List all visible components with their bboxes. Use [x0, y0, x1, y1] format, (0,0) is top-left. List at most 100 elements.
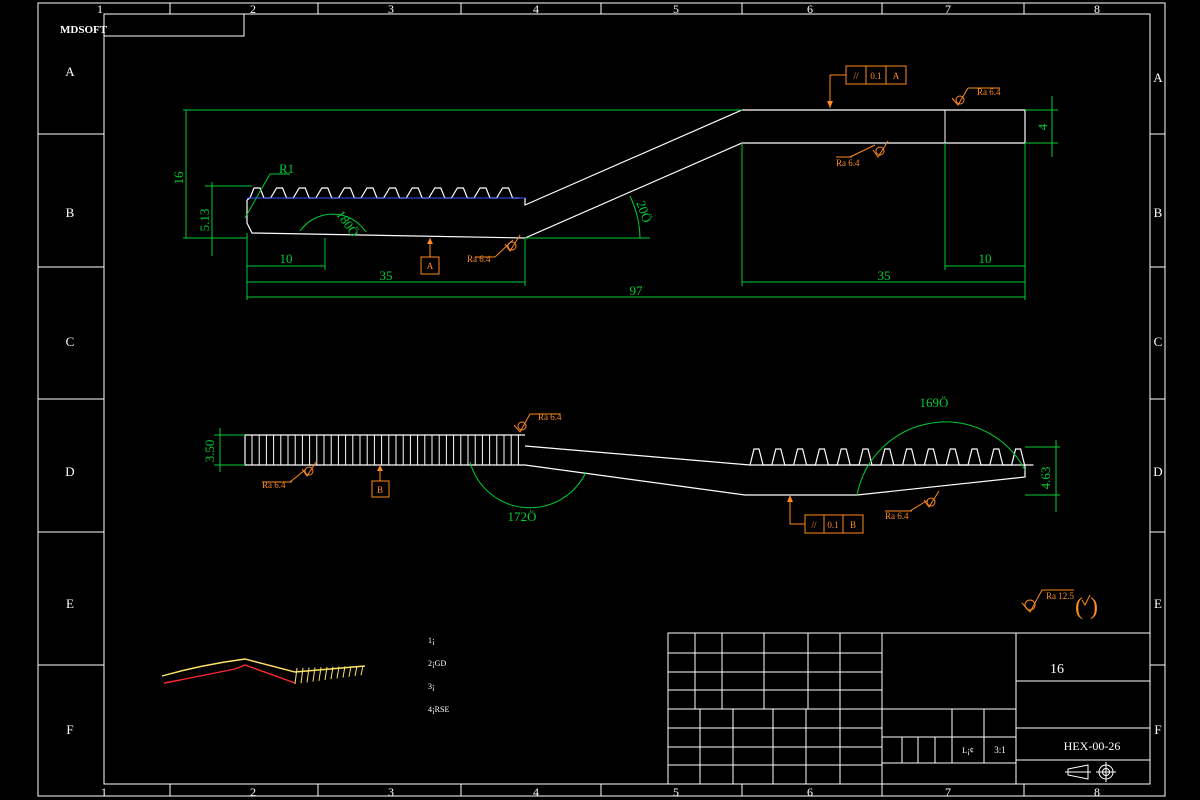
side-view-dim-3-50: 3.50 — [202, 440, 217, 463]
top-view-parallel-tolerance: 0.1 — [870, 71, 881, 81]
side-view-roughness-symbol-bottom — [923, 490, 940, 508]
general-roughness-bracket-left: ( — [1075, 594, 1083, 620]
side-view-ra-left: Ra 6.4 — [262, 480, 286, 490]
iso-serration-line — [318, 667, 322, 681]
top-view-outline — [246, 109, 1026, 239]
title-block-drawing-number: HEX-00-26 — [1064, 739, 1121, 753]
projection-symbol — [1065, 762, 1116, 782]
projection-cone-icon — [1067, 764, 1089, 780]
row-label-right-d: D — [1153, 464, 1162, 479]
top-view-dim-10-left: 10 — [280, 251, 293, 266]
sheet-frame — [37, 2, 1166, 797]
col-label-bottom-2: 2 — [250, 785, 256, 799]
top-view-dim-16: 16 — [171, 171, 186, 185]
note-3: 3¡ — [428, 682, 435, 691]
iso-serration-line — [312, 667, 316, 682]
top-view-dim-r1: R1 — [279, 161, 294, 176]
row-label-right-f: F — [1154, 722, 1161, 737]
iso-serration-line — [360, 665, 364, 676]
row-label-left-a: A — [65, 64, 75, 79]
iso-sketch — [161, 658, 366, 685]
top-view-angle-arc-180 — [299, 213, 367, 233]
col-label-top-2: 2 — [250, 2, 256, 16]
iso-serration-line — [330, 666, 334, 680]
col-label-top-1: 1 — [97, 2, 103, 16]
col-label-bottom-4: 4 — [533, 785, 539, 799]
datum-b-label: B — [377, 485, 383, 495]
row-label-right-c: C — [1154, 334, 1163, 349]
iso-serration-line — [354, 665, 358, 677]
side-view-dim-4-63: 4.63 — [1038, 467, 1053, 490]
side-view: 3.50 4.63 169Ö 172Ö — [202, 395, 1060, 534]
top-view-parallel-symbol: // — [853, 71, 859, 81]
title-block — [667, 632, 1151, 785]
side-view-roughness-symbol-left — [301, 461, 317, 477]
row-label-right-e: E — [1154, 596, 1162, 611]
side-view-angle-172: 172Ö — [508, 509, 537, 524]
side-view-tolerance-frame — [804, 514, 864, 534]
top-view-roughness-symbol-top — [951, 87, 969, 106]
top-view-dim-4: 4 — [1035, 123, 1050, 130]
top-view-dim-97: 97 — [630, 283, 644, 298]
side-view-serrations — [251, 435, 519, 465]
side-view-angle-169: 169Ö — [920, 395, 949, 410]
top-view-ra-bottom: Ra 6.4 — [467, 254, 491, 264]
row-label-left-f: F — [66, 722, 73, 737]
note-1: 1¡ — [428, 636, 435, 645]
iso-sketch-red-edge — [163, 664, 296, 684]
row-label-left-d: D — [65, 464, 74, 479]
iso-serration-line — [300, 667, 304, 684]
row-label-left-e: E — [66, 596, 74, 611]
row-label-right-b: B — [1154, 205, 1163, 220]
col-label-top-5: 5 — [673, 2, 679, 16]
general-roughness-bracket-symbol — [1081, 594, 1091, 607]
iso-serration-line — [306, 667, 310, 683]
top-view-dim-5-13: 5.13 — [197, 209, 212, 232]
iso-serration-line — [324, 666, 328, 681]
side-view-parallel-symbol: // — [811, 520, 817, 530]
side-view-parallel-tolerance: 0.1 — [827, 520, 838, 530]
col-label-bottom-5: 5 — [673, 785, 679, 799]
top-view-dim-35-right: 35 — [878, 268, 891, 283]
side-view-angle-arc-169 — [856, 421, 1026, 496]
note-2: 2¡GD — [428, 659, 446, 668]
side-view-ra-top: Ra 6.4 — [538, 412, 562, 422]
col-label-bottom-8: 8 — [1094, 785, 1100, 799]
col-label-bottom-6: 6 — [807, 785, 813, 799]
logo-box — [103, 13, 245, 37]
col-label-top-4: 4 — [533, 2, 539, 16]
title-block-scale-value: 3:1 — [994, 745, 1006, 755]
iso-serration-line — [348, 666, 352, 677]
side-view-roughness-symbol-top — [513, 413, 531, 433]
note-4: 4¡RSE — [428, 705, 449, 714]
top-view-roughness-symbol-right — [872, 140, 889, 158]
datum-b-box — [371, 480, 390, 498]
col-label-bottom-1: 1 — [101, 785, 107, 799]
col-label-top-7: 7 — [945, 2, 951, 16]
row-label-left-b: B — [66, 205, 75, 220]
top-view-tolerance-frame — [845, 65, 907, 85]
datum-a-box — [420, 256, 440, 275]
side-view-ra-bottom: Ra 6.4 — [885, 511, 909, 521]
top-view-dim-10-right: 10 — [979, 251, 992, 266]
col-label-top-6: 6 — [807, 2, 813, 16]
iso-serration-line — [294, 667, 298, 685]
top-view-parallel-datum: A — [893, 71, 900, 81]
row-label-right-a: A — [1153, 70, 1163, 85]
col-label-top-8: 8 — [1094, 2, 1100, 16]
top-view: 16 5.13 R1 180Ö 20Ö 10 35 97 35 10 4 — [171, 65, 1058, 300]
datum-a-label: A — [427, 261, 434, 271]
general-roughness: Ra 12.5 ( ) — [1021, 589, 1098, 620]
title-block-part-count: 16 — [1050, 662, 1064, 677]
top-view-dim-35-left: 35 — [380, 268, 393, 283]
iso-serration-line — [342, 666, 346, 678]
side-view-parallel-datum: B — [850, 520, 856, 530]
iso-serration-line — [336, 666, 340, 679]
col-label-bottom-3: 3 — [388, 785, 394, 799]
col-label-bottom-7: 7 — [945, 785, 951, 799]
top-view-angle-arc-20 — [629, 195, 641, 239]
general-roughness-ra: Ra 12.5 — [1046, 591, 1074, 601]
top-view-angle-20: 20Ö — [633, 198, 655, 224]
row-label-left-c: C — [66, 334, 75, 349]
